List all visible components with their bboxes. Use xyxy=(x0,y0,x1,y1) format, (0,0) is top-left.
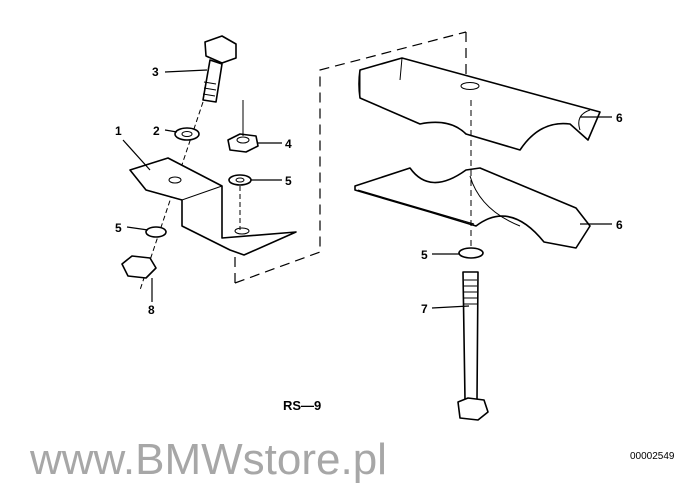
callout-6: 6 xyxy=(616,218,623,232)
washer-part-5c xyxy=(458,247,484,259)
callout-1: 1 xyxy=(115,124,122,138)
long-bolt-part-7 xyxy=(457,271,489,421)
bolt-part-3 xyxy=(139,35,237,291)
diagram-code: 00002549 xyxy=(630,451,675,462)
washer-part-5a xyxy=(228,174,252,186)
callout-2: 2 xyxy=(153,124,160,138)
washer-part-2 xyxy=(174,127,200,141)
callout-4: 4 xyxy=(285,137,292,151)
callout-7: 7 xyxy=(421,302,428,316)
upper-clamp-part-6 xyxy=(358,57,601,151)
callout-5: 5 xyxy=(285,174,292,188)
callout-6: 6 xyxy=(616,111,623,125)
diagram-title: RS—9 xyxy=(283,398,321,413)
leader-lines xyxy=(122,69,612,309)
bracket-part-1 xyxy=(129,157,297,256)
callout-3: 3 xyxy=(152,65,159,79)
callout-5: 5 xyxy=(421,248,428,262)
watermark: www.BMWstore.pl xyxy=(29,435,387,484)
lower-clamp-part-6 xyxy=(354,167,591,249)
callout-8: 8 xyxy=(148,303,155,317)
nut-part-4 xyxy=(227,100,259,153)
nut-part-8 xyxy=(121,255,157,279)
callout-5: 5 xyxy=(115,221,122,235)
washer-part-5b xyxy=(145,226,167,238)
